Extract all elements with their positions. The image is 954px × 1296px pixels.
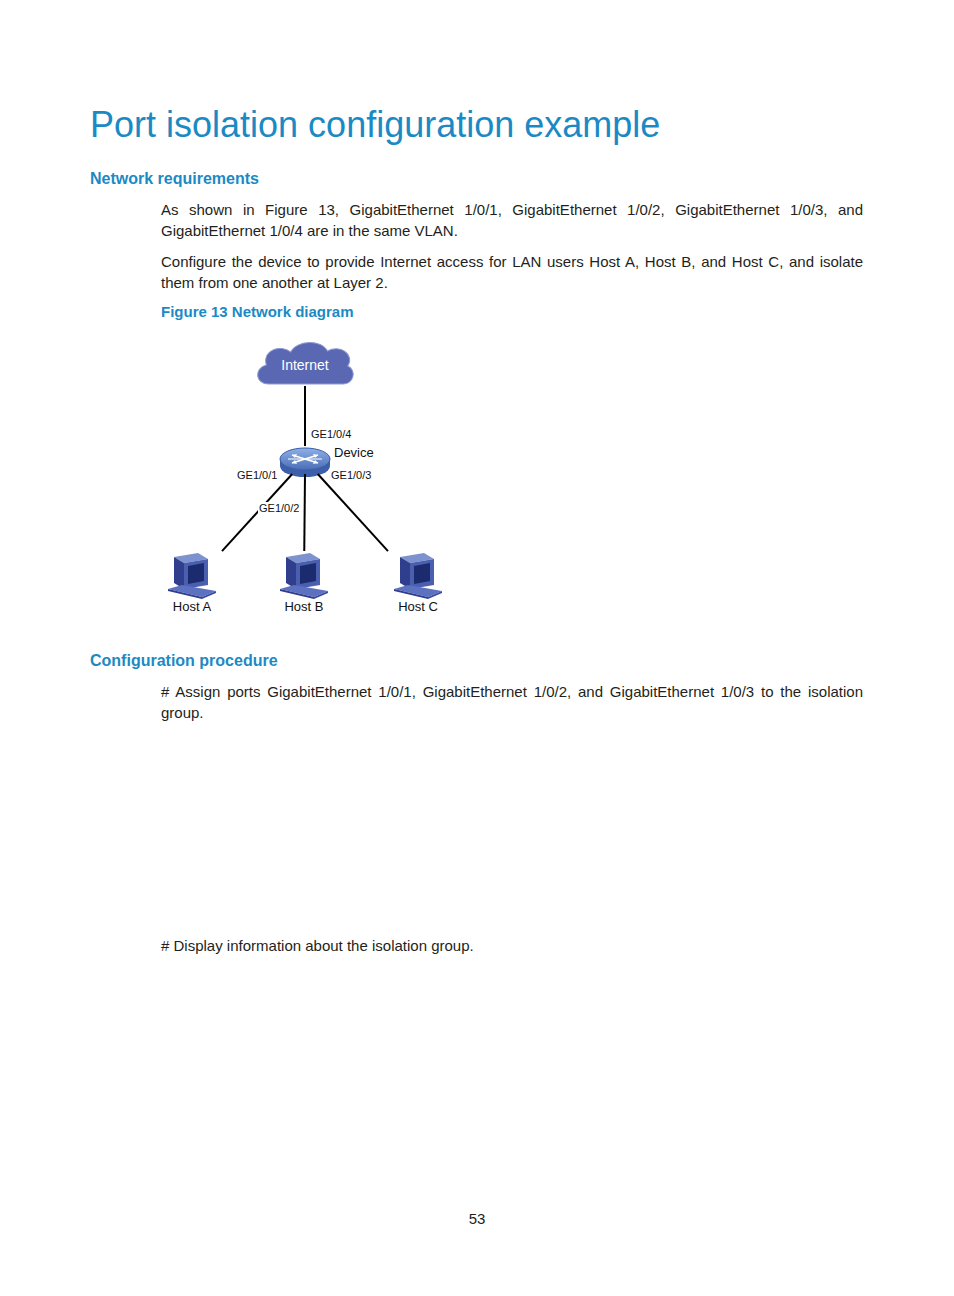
page-number: 53: [457, 1208, 497, 1229]
body-paragraph: Configure the device to provide Internet…: [161, 251, 863, 293]
host-computer: Host B: [274, 551, 334, 617]
body-paragraph: # Display information about the isolatio…: [161, 935, 863, 956]
figure-caption: Figure 13 Network diagram: [161, 303, 354, 321]
node-label: Host A: [162, 599, 222, 614]
switch-device: Device: [279, 446, 331, 474]
body-paragraph: As shown in Figure 13, GigabitEthernet 1…: [161, 199, 863, 241]
network-link: [304, 386, 306, 446]
host-computer: Host A: [162, 551, 222, 617]
node-label: Internet: [281, 357, 328, 373]
node-label: Device: [334, 445, 374, 460]
port-label: GE1/0/3: [330, 469, 372, 481]
section-heading: Configuration procedure: [90, 651, 278, 670]
network-link: [318, 474, 388, 551]
host-icon: [168, 553, 216, 599]
cloud-outline: [258, 342, 354, 384]
switch-icon: [280, 448, 330, 477]
body-paragraph: # Assign ports GigabitEthernet 1/0/1, Gi…: [161, 681, 863, 723]
port-label: GE1/0/2: [258, 502, 300, 514]
network-link: [303, 474, 306, 551]
node-label: Host B: [274, 599, 334, 614]
host-icon: [280, 553, 328, 599]
host-computer: Host C: [388, 551, 448, 617]
section-heading: Network requirements: [90, 169, 259, 188]
port-label: GE1/0/1: [236, 469, 278, 481]
node-label: Host C: [388, 599, 448, 614]
port-label: GE1/0/4: [310, 428, 352, 440]
page-title: Port isolation configuration example: [90, 103, 660, 146]
host-icon: [394, 553, 442, 599]
internet-cloud: Internet: [254, 340, 356, 386]
